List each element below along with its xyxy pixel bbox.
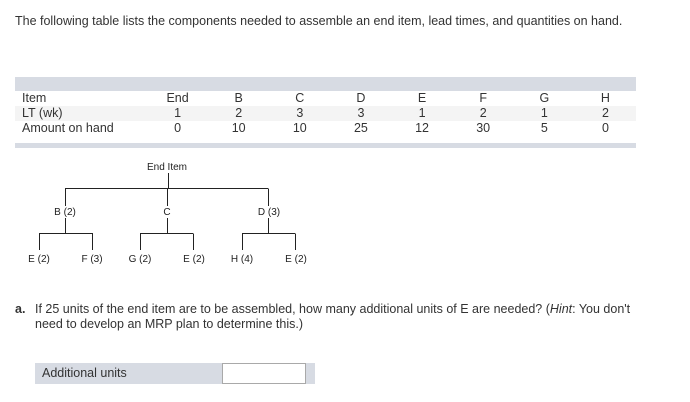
additional-units-label: Additional units [42,366,127,380]
cell-lead-time: 1 [147,106,209,121]
cell-amount: 10 [292,121,307,135]
tree-node-root: End Item [146,162,188,173]
cell-item: B [234,91,243,105]
row-label-item: Item [22,91,47,105]
tree-connectors [39,173,296,250]
components-table: Item End B C D E F G H LT (wk) 1 2 3 3 1… [15,77,636,148]
cell-item: D [356,91,366,105]
table-header-band [15,77,636,91]
question-letter: a. [15,302,26,316]
cell-lead-time: 1 [513,106,575,121]
table-row-amount-on-hand: Amount on hand 0 10 10 25 12 30 5 0 [15,121,636,136]
cell-lead-time: 3 [330,106,392,121]
table-row-item: Item End B C D E F G H [15,91,636,106]
table-footer-band [15,143,636,148]
question-text-after: : You don't need to develop an MRP plan … [35,302,631,331]
tree-node-d: D (3) [257,207,281,218]
tree-node-h: H (4) [230,254,254,265]
cell-lead-time: 2 [574,106,636,121]
question-a: a. If 25 units of the end item are to be… [15,302,645,332]
cell-item: E [417,91,427,105]
tree-node-e: E (2) [28,254,50,265]
cell-item: F [479,91,487,105]
cell-item: H [600,91,610,105]
row-label-amount-on-hand: Amount on hand [22,121,114,135]
product-structure-tree: End Item B (2) C D (3) E (2) F (3) G (2)… [0,155,340,275]
cell-item: C [295,91,305,105]
cell-amount: 0 [174,121,182,135]
answer-row: Additional units [35,363,315,384]
table-row-lead-time: LT (wk) 1 2 3 3 1 2 1 2 [15,106,636,121]
row-label-lead-time: LT (wk) [15,106,147,121]
cell-amount: 12 [415,121,430,135]
question-text: If 25 units of the end item are to be as… [35,302,645,332]
tree-node-e: E (2) [183,254,205,265]
cell-amount: 0 [601,121,609,135]
intro-text: The following table lists the components… [15,14,623,28]
hint-word: Hint [549,302,573,316]
tree-node-f: F (3) [81,254,103,265]
tree-node-e: E (2) [285,254,307,265]
cell-lead-time: 2 [452,106,514,121]
cell-lead-time: 2 [208,106,270,121]
tree-node-c: C [163,207,171,218]
cell-amount: 30 [476,121,491,135]
cell-amount: 5 [540,121,548,135]
tree-node-b: B (2) [54,207,76,218]
additional-units-input[interactable] [222,363,306,384]
tree-node-g: G (2) [128,254,152,265]
cell-lead-time: 3 [269,106,331,121]
question-text-before: If 25 units of the end item are to be as… [35,302,550,316]
cell-item: G [539,91,550,105]
cell-item: End [166,91,189,105]
cell-amount: 25 [353,121,368,135]
cell-lead-time: 1 [391,106,453,121]
cell-amount: 10 [231,121,246,135]
